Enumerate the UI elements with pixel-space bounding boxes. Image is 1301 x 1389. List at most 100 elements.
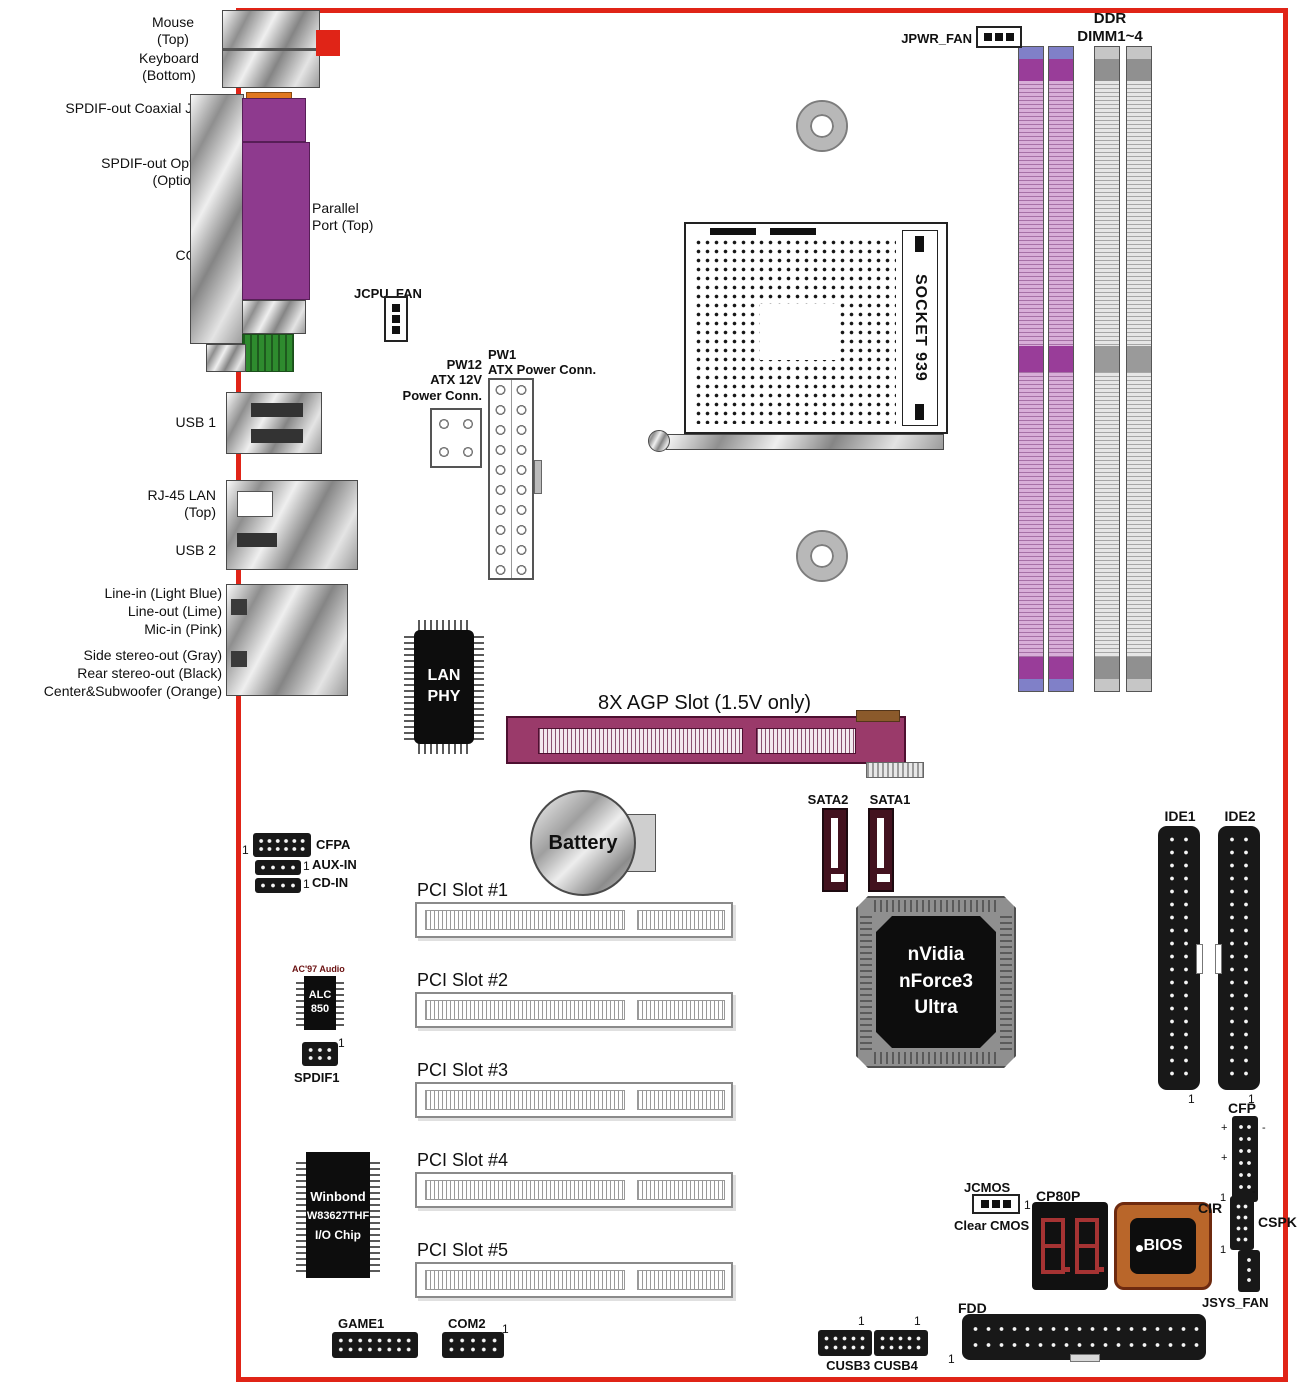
pin <box>1003 1200 1011 1208</box>
pw12-label: PW12 ATX 12V Power Conn. <box>402 357 482 403</box>
dimm-latch <box>1019 657 1043 679</box>
agp-retention-clip <box>866 762 924 778</box>
dimm-cap <box>1127 679 1151 691</box>
dimm-slot-4 <box>1126 46 1152 692</box>
pin <box>995 33 1003 41</box>
ps2-connector <box>222 10 320 88</box>
pci-slot-2 <box>415 992 733 1028</box>
socket-center <box>760 304 840 360</box>
sata2-connector <box>822 808 848 892</box>
chip-pins <box>296 980 304 1026</box>
pw1-atx-connector <box>488 378 534 580</box>
rear-bracket-mid <box>242 300 306 334</box>
com2-label: COM2 <box>448 1316 486 1331</box>
pci-segment <box>425 1180 625 1200</box>
lan-phy-core: LAN PHY <box>414 630 474 744</box>
agp-slot-segment <box>538 728 743 754</box>
red-marker <box>316 30 340 56</box>
socket-align-mark <box>710 228 756 235</box>
ddr-dimm-label: DDR DIMM1~4 <box>1077 10 1143 45</box>
seven-segment-digit <box>1041 1218 1070 1274</box>
pin <box>992 1200 1000 1208</box>
pci-slot-3-label: PCI Slot #3 <box>417 1060 509 1080</box>
pin <box>1006 33 1014 41</box>
pin <box>392 315 400 323</box>
pci-segment <box>637 1090 725 1110</box>
cusb4-header <box>874 1330 928 1356</box>
clear-cmos-label: Clear CMOS <box>954 1218 1030 1233</box>
cfp-plus-mark: + <box>1221 1122 1228 1134</box>
header-pins <box>336 1336 414 1354</box>
dimm-key <box>1019 345 1043 372</box>
chip-pins <box>860 914 872 1050</box>
header-pins <box>969 1321 1199 1353</box>
dimm-cap <box>1095 47 1119 59</box>
battery: Battery <box>530 790 636 896</box>
rj45-label: RJ-45 LAN (Top) <box>147 487 216 520</box>
chip-pins <box>404 634 416 740</box>
jcmos-pin1: 1 <box>1024 1198 1031 1212</box>
dimm-latch <box>1127 657 1151 679</box>
pci-segment <box>425 910 625 930</box>
agp-brown-tab <box>856 710 900 722</box>
winbond-text: I/O Chip <box>315 1227 361 1242</box>
sata2-label: SATA2 <box>807 792 849 807</box>
dimm-latch <box>1095 59 1119 81</box>
dimm-cap <box>1049 47 1073 59</box>
audio-jack <box>231 599 247 615</box>
pci-slot-5-label: PCI Slot #5 <box>417 1240 509 1260</box>
jcmos-header <box>972 1194 1020 1214</box>
nvidia-text: nVidia nForce3 Ultra <box>899 944 973 1019</box>
fdd-pin1: 1 <box>948 1352 955 1366</box>
parallel-port <box>242 142 310 300</box>
battery-text: Battery <box>548 831 618 854</box>
lan-phy-text: LAN PHY <box>427 667 461 705</box>
cd-in-label: CD-IN <box>312 875 349 890</box>
alc850-chip: ALC 850 <box>296 976 344 1030</box>
dimm-cap <box>1049 679 1073 691</box>
dimm-body <box>1049 81 1073 657</box>
sata-key <box>877 818 884 868</box>
rj45-jack <box>237 491 273 517</box>
socket-align-mark <box>770 228 816 235</box>
pci-segment <box>425 1270 625 1290</box>
dimm-latch <box>1019 59 1043 81</box>
ide2-pin1: 1 <box>1248 1092 1255 1106</box>
cp80p-display <box>1032 1202 1108 1290</box>
spdif1-header <box>302 1042 338 1066</box>
header-pins <box>258 881 298 890</box>
strip-mark <box>915 236 924 252</box>
bios-text: BIOS <box>1143 1237 1183 1254</box>
cfpa-header <box>253 833 311 857</box>
cd-in-header <box>255 878 301 893</box>
usb2-label: USB 2 <box>175 542 216 558</box>
nvidia-core: nVidia nForce3 Ultra <box>876 916 996 1048</box>
ide-notch <box>1215 944 1222 974</box>
jsys-fan-header <box>1238 1250 1260 1292</box>
chip-pins <box>370 1158 380 1272</box>
lan-phy-chip: LAN PHY <box>404 620 484 754</box>
rear-bracket <box>190 94 244 344</box>
pci-segment <box>637 1000 725 1020</box>
dimm-key <box>1049 345 1073 372</box>
center-sub-label: Center&Subwoofer (Orange) <box>43 683 222 699</box>
ide-notch <box>1196 944 1203 974</box>
bracket-nub <box>206 344 246 372</box>
socket-939-text: SOCKET 939 <box>912 274 929 382</box>
socket-lever-handle <box>648 430 670 452</box>
jpwr-fan-label: JPWR_FAN <box>901 31 972 46</box>
fdd-notch <box>1070 1354 1100 1362</box>
mouse-label: Mouse (Top) <box>151 14 195 47</box>
cfp-label: CFP <box>1228 1100 1256 1116</box>
dimm-latch <box>1049 657 1073 679</box>
winbond-core: Winbond W83627THF I/O Chip <box>306 1152 370 1278</box>
jcpu-fan-header <box>384 296 408 342</box>
chip-pins <box>336 980 344 1026</box>
pci-slot-4-label: PCI Slot #4 <box>417 1150 509 1170</box>
dimm-body <box>1127 81 1151 657</box>
pin <box>392 304 400 312</box>
header-pins <box>1225 833 1253 1083</box>
cfp-plus-mark: + <box>1221 1152 1228 1164</box>
side-stereo-label: Side stereo-out (Gray) <box>83 647 223 663</box>
rj45-usb2-port <box>226 480 358 570</box>
